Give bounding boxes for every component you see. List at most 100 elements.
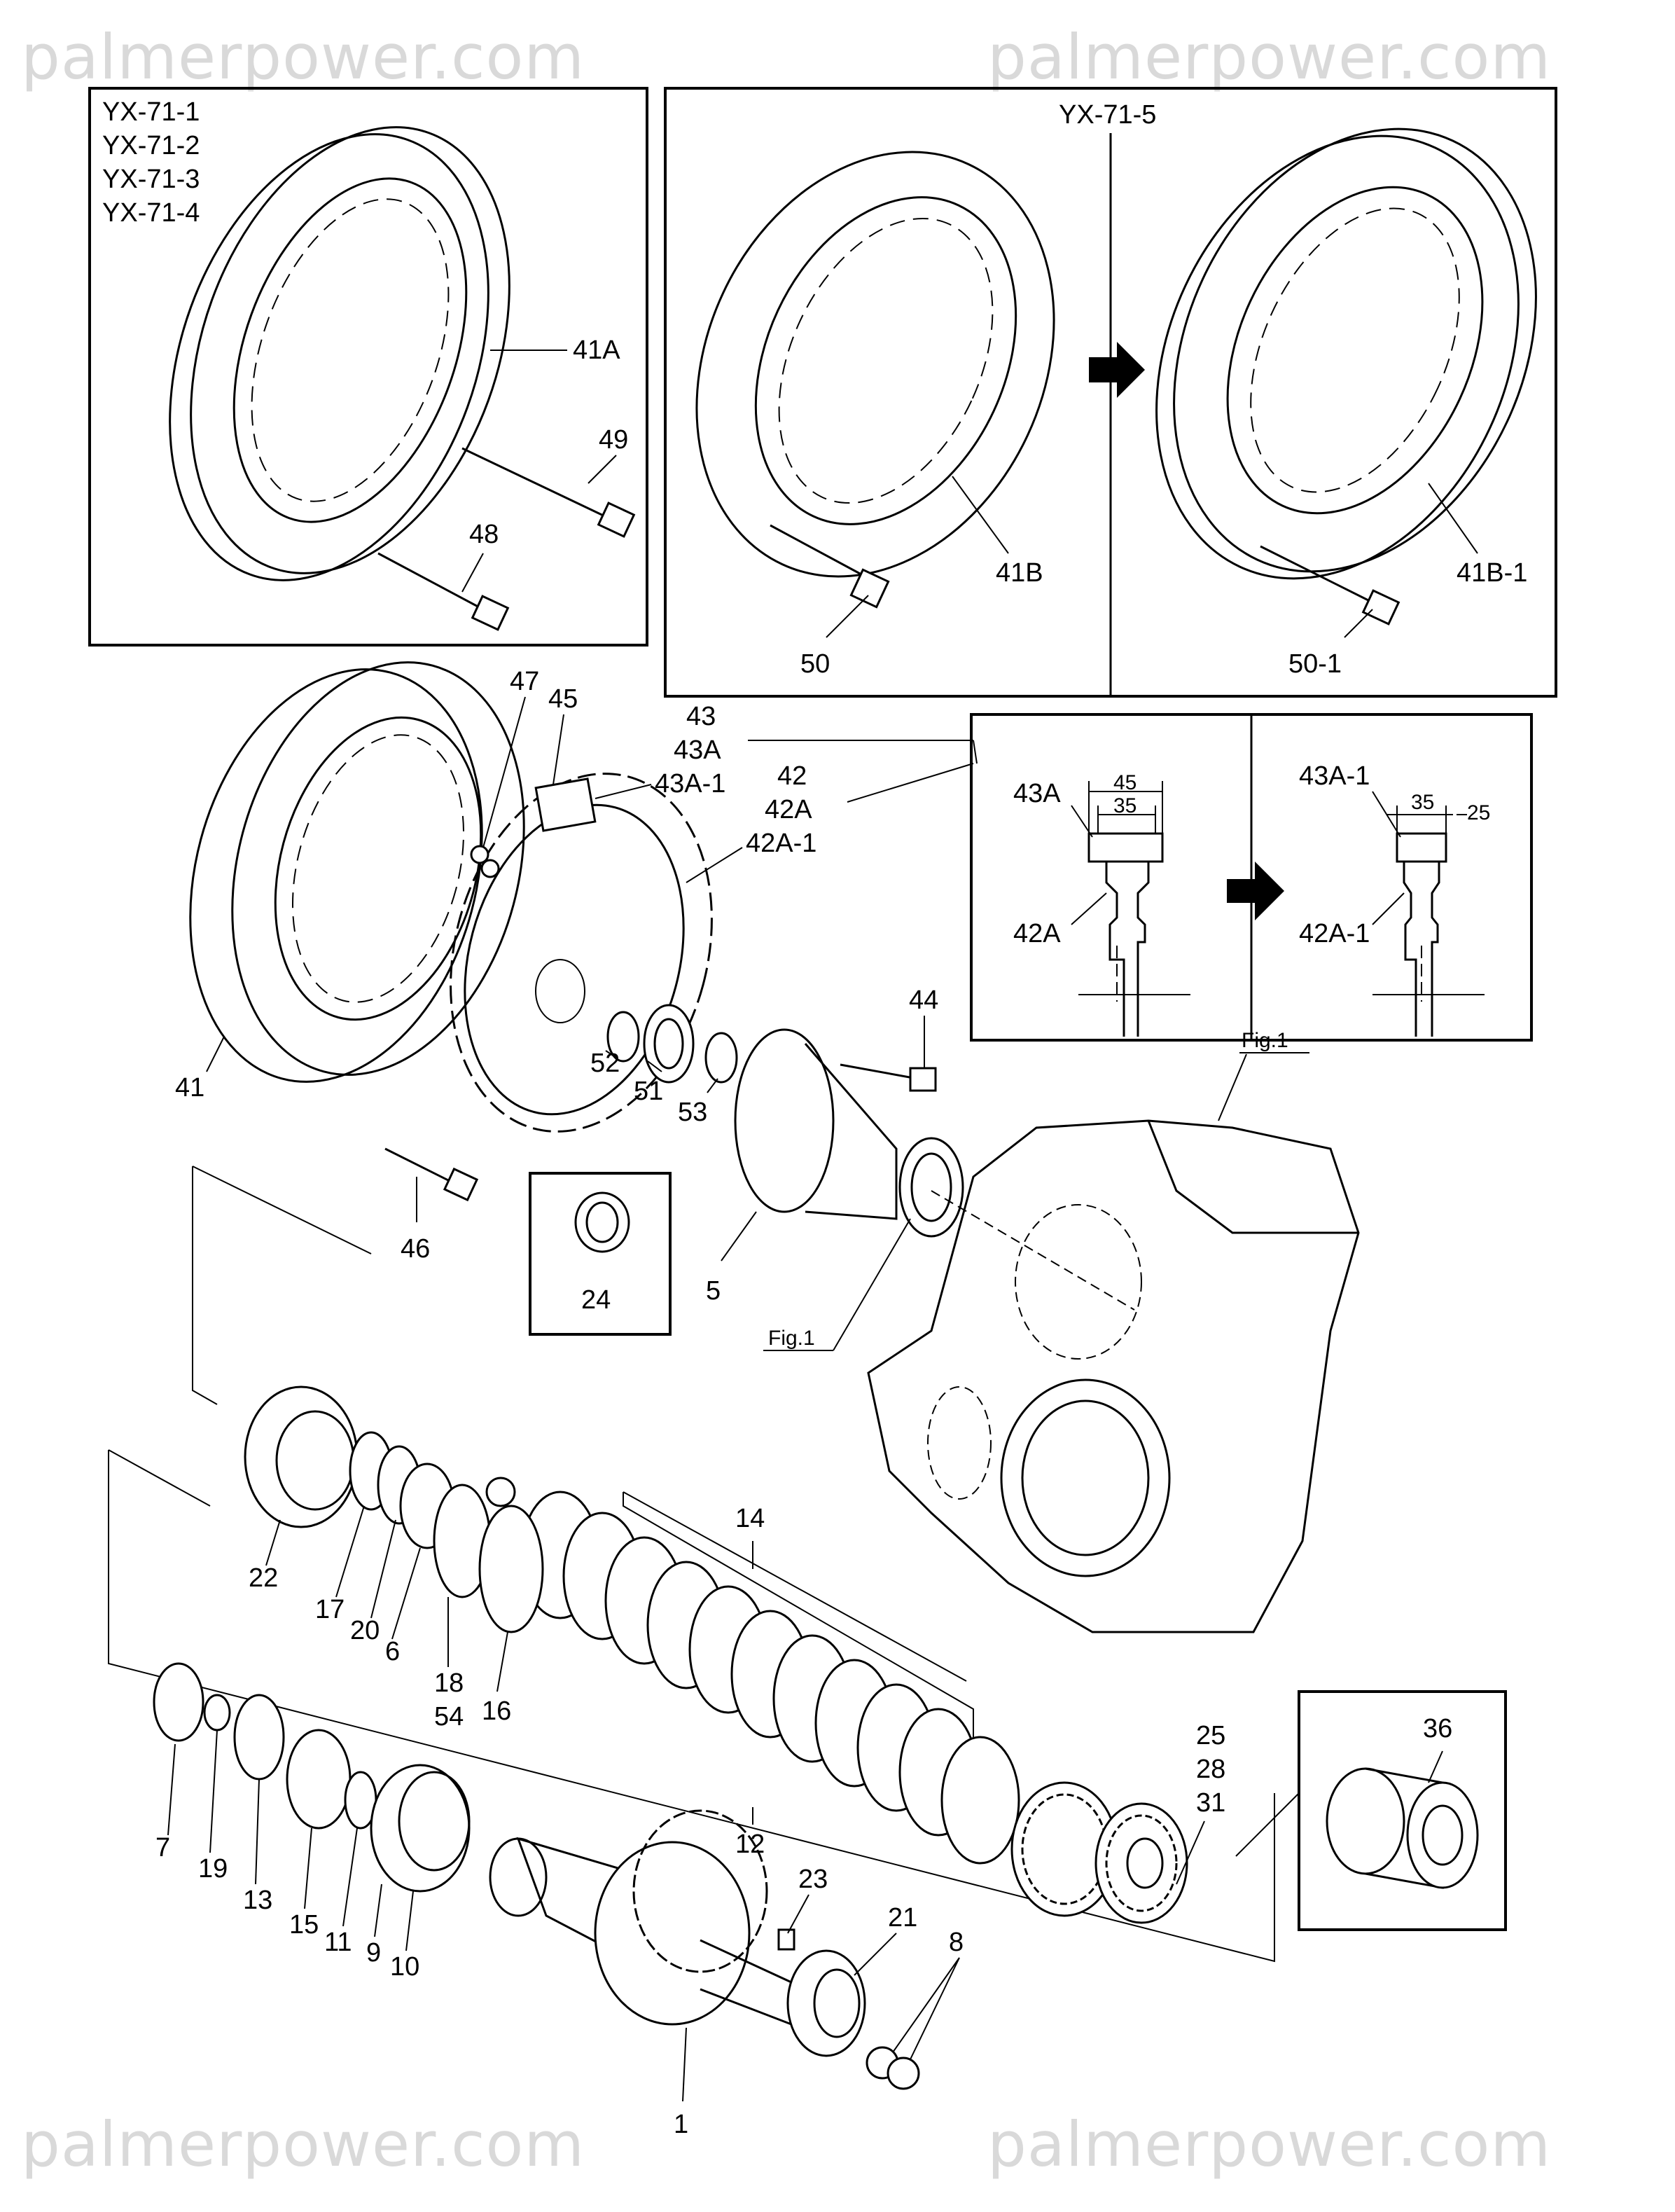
part-label-50-1: 50-1: [1288, 649, 1342, 679]
leader-19: [209, 1729, 218, 1853]
part-label-48: 48: [469, 520, 499, 549]
gear-36: [1326, 1767, 1479, 1889]
part-label-21: 21: [888, 1903, 917, 1933]
leader-11: [342, 1827, 358, 1927]
group-frame-lower-top: [108, 1449, 211, 1507]
part-label-42A-1: 42A-1: [746, 829, 816, 858]
part-label-16: 16: [482, 1696, 511, 1726]
leader-17: [335, 1505, 365, 1598]
part-label-24: 24: [581, 1285, 611, 1315]
part-label-44: 44: [909, 986, 938, 1015]
part-label-41B: 41B: [996, 558, 1043, 588]
leader-41: [206, 1036, 225, 1072]
part-label-14: 14: [735, 1504, 765, 1533]
ring-gear-41B: [695, 151, 1055, 578]
piston-10: [398, 1771, 471, 1872]
bearing-21: [786, 1949, 866, 2057]
washer-47b: [480, 859, 500, 878]
part-label-20: 20: [350, 1616, 380, 1645]
transmission-housing: [867, 1119, 1360, 1633]
part-label-49: 49: [599, 425, 628, 455]
part-label-8: 8: [949, 1928, 964, 1957]
part-label-7: 7: [155, 1833, 170, 1862]
group-frame-14-top: [192, 1166, 372, 1254]
leader-detail-old-bottom: [1071, 892, 1107, 925]
fig-ref-top-leader: [1218, 1053, 1247, 1121]
group-frame-12: [623, 1492, 974, 1737]
bearing-51-inner: [653, 1018, 684, 1070]
part-label-47: 47: [510, 667, 539, 696]
o-ring-52: [606, 1011, 640, 1063]
leader-45: [552, 714, 564, 785]
pin-23: [777, 1928, 795, 1951]
watermark-top-right: palmerpower.com: [987, 21, 1552, 93]
detail-label-new-bottom: 42A-1: [1299, 919, 1370, 948]
leader-9: [374, 1883, 382, 1937]
part-label-11: 11: [324, 1928, 352, 1957]
dim-old-inner: 35: [1113, 794, 1137, 817]
leader-36-label: [1428, 1750, 1443, 1783]
variant-box-a: [88, 87, 648, 647]
leader-25: [1176, 1820, 1205, 1885]
fig-ref-bottom: Fig.1: [768, 1327, 815, 1350]
variant-label-a3: YX-71-3: [102, 165, 200, 194]
leader-13: [255, 1778, 260, 1885]
watermark-bottom-left: palmerpower.com: [21, 2108, 585, 2180]
part-label-1: 1: [674, 2110, 688, 2139]
part-label-10: 10: [390, 1952, 419, 1982]
bushing-24: [574, 1191, 630, 1253]
leader-52: [605, 1050, 617, 1058]
variant-label-a2: YX-71-2: [102, 131, 200, 160]
snap-ring-53: [704, 1032, 738, 1084]
leader-50: [826, 595, 869, 638]
piston-9: [370, 1764, 471, 1893]
leader-15: [304, 1827, 312, 1909]
fig-ref-bottom-leader: [833, 1218, 911, 1351]
washer-47: [470, 845, 489, 864]
leader-36: [1235, 1792, 1300, 1857]
leader-20: [370, 1519, 396, 1619]
dim-old-outer: 45: [1113, 771, 1137, 794]
shaft-5: [734, 1028, 964, 1238]
part-label-53: 53: [678, 1098, 707, 1127]
watermark-top-left: palmerpower.com: [21, 21, 585, 93]
leader-detail-new-bottom: [1372, 892, 1405, 925]
detail-label-new-top: 43A-1: [1299, 761, 1370, 791]
detail-label-old-top: 43A: [1013, 779, 1061, 808]
part-label-52: 52: [590, 1049, 620, 1078]
detail-new-part: [1372, 806, 1485, 1037]
dim-new-inner: 35: [1411, 791, 1434, 814]
leader-detail-old-top: [1071, 805, 1093, 838]
bolt-50: [770, 524, 890, 609]
leader-16: [496, 1631, 508, 1692]
group-frame-14b: [623, 1491, 967, 1682]
ring-gear-41B-1: [1155, 127, 1537, 580]
snap-ring-54: [485, 1477, 516, 1507]
spring-15: [286, 1729, 352, 1830]
leader-7: [167, 1743, 176, 1836]
leader-47: [482, 696, 526, 848]
leader-5: [721, 1211, 757, 1261]
leader-41B: [952, 476, 1009, 554]
part-label-43: 43: [686, 702, 716, 731]
part-label-28: 28: [1196, 1755, 1225, 1784]
ring-13: [233, 1694, 285, 1781]
part-label-54: 54: [434, 1702, 464, 1731]
leader-22: [265, 1519, 281, 1566]
bolt-49: [461, 447, 636, 538]
part-label-50: 50: [800, 649, 830, 679]
part-label-41A: 41A: [573, 336, 620, 365]
bolt-44: [840, 1063, 937, 1092]
ring-gear-41A: [169, 126, 510, 581]
variant-label-a1: YX-71-1: [102, 97, 200, 127]
leader-10: [405, 1890, 414, 1951]
ring-8b: [887, 2057, 920, 2090]
bearing-51: [643, 1004, 695, 1084]
leader-8a: [892, 1957, 960, 2053]
leader-42-to-detail: [847, 763, 974, 803]
dim-new-gap: 25: [1467, 801, 1490, 824]
leader-1: [682, 2027, 687, 2102]
sun-gear-42: [450, 773, 713, 1133]
part-label-6: 6: [385, 1637, 400, 1666]
